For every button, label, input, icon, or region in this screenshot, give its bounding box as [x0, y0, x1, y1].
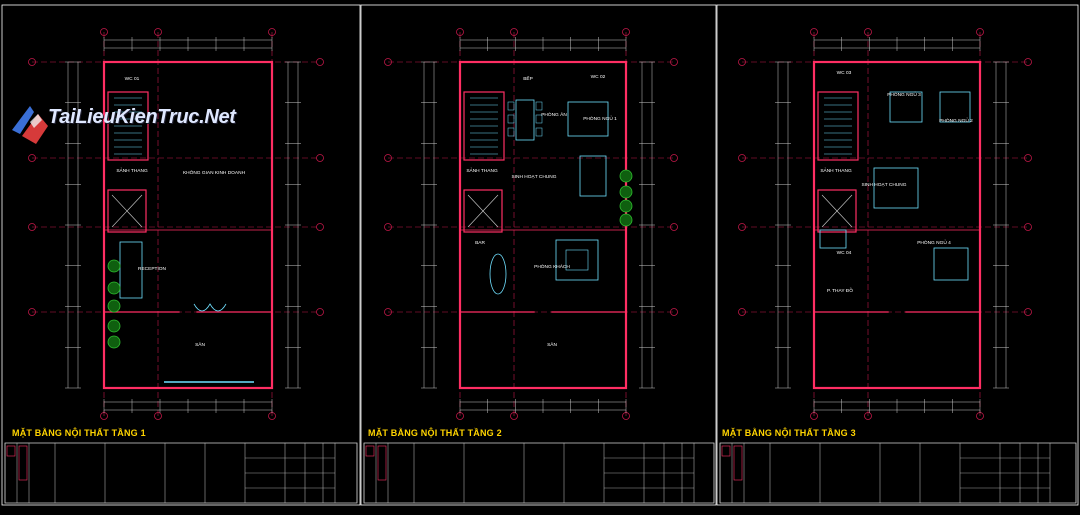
room-label: KHÔNG GIAN KINH DOANH [183, 169, 246, 176]
room-label: SINH HOẠT CHUNG [862, 182, 907, 188]
furniture [119, 241, 254, 383]
room-label: PHÒNG NGỦ 4 [917, 239, 951, 246]
room-label: PHÒNG NGỦ 3 [887, 91, 921, 98]
sheet-1-plan: WC 01 SẢNH THANG KHÔNG GIAN KINH DOANH RECE… [4, 28, 358, 504]
room-label: WC 02 [591, 74, 606, 80]
walls [102, 60, 274, 390]
title-block [4, 442, 358, 504]
room-label: SẢNH THANG [116, 167, 148, 174]
tree-planters [619, 169, 633, 227]
title-block [363, 442, 715, 504]
dimension-lines [775, 37, 1009, 413]
sheet-1-title: MẶT BẰNG NỘI THẤT TẦNG 1 [12, 428, 146, 438]
room-label: PHÒNG KHÁCH [534, 263, 570, 270]
room-labels: BẾP WC 02 PHÒNG ĂN PHÒNG NGỦ 1 SẢNH THANG SIN… [466, 74, 617, 348]
dimension-lines [65, 37, 301, 413]
room-label: P. THAY ĐỒ [827, 287, 853, 294]
furniture [819, 91, 971, 281]
room-label: WC 04 [837, 250, 852, 256]
room-label: SÂN [547, 341, 557, 348]
sheet-frames [1, 4, 1079, 506]
room-label: WC 01 [125, 76, 140, 82]
room-label: RECEPTION [138, 266, 167, 272]
watermark-logo-icon [12, 106, 48, 144]
room-label: SẢNH THANG [820, 167, 852, 174]
room-label: SÂN [195, 341, 205, 348]
room-label: WC 03 [837, 70, 852, 76]
room-label: SẢNH THANG [466, 167, 498, 174]
sheet-2-title: MẶT BẰNG NỘI THẤT TẦNG 2 [368, 428, 502, 438]
watermark: TaiLieuKienTruc.Net [8, 100, 268, 148]
sheet-3-title: MẶT BẰNG NỘI THẤT TẦNG 3 [722, 428, 856, 438]
room-label: PHÒNG NGỦ 2 [939, 117, 973, 124]
room-label: BẾP [523, 75, 533, 82]
room-label: PHÒNG ĂN [541, 111, 567, 118]
walls [812, 60, 982, 390]
watermark-text: TaiLieuKienTruc.Net [48, 106, 236, 128]
tree-planters [107, 259, 121, 349]
room-label: SINH HOẠT CHUNG [512, 174, 557, 180]
room-label: BAR [475, 240, 485, 246]
room-label: PHÒNG NGỦ 1 [583, 115, 617, 122]
title-block [719, 442, 1077, 504]
furniture [489, 99, 609, 295]
room-labels: WC 01 SẢNH THANG KHÔNG GIAN KINH DOANH RECE… [116, 76, 245, 348]
sheet-2-plan: BẾP WC 02 PHÒNG ĂN PHÒNG NGỦ 1 SẢNH THANG SIN… [363, 28, 715, 504]
walls [458, 60, 628, 390]
dimension-lines [421, 37, 655, 413]
sheet-3-plan: WC 03 PHÒNG NGỦ 3 PHÒNG NGỦ 2 SẢNH THANG SIN… [719, 28, 1077, 504]
room-labels: WC 03 PHÒNG NGỦ 3 PHÒNG NGỦ 2 SẢNH THANG SIN… [820, 70, 973, 294]
